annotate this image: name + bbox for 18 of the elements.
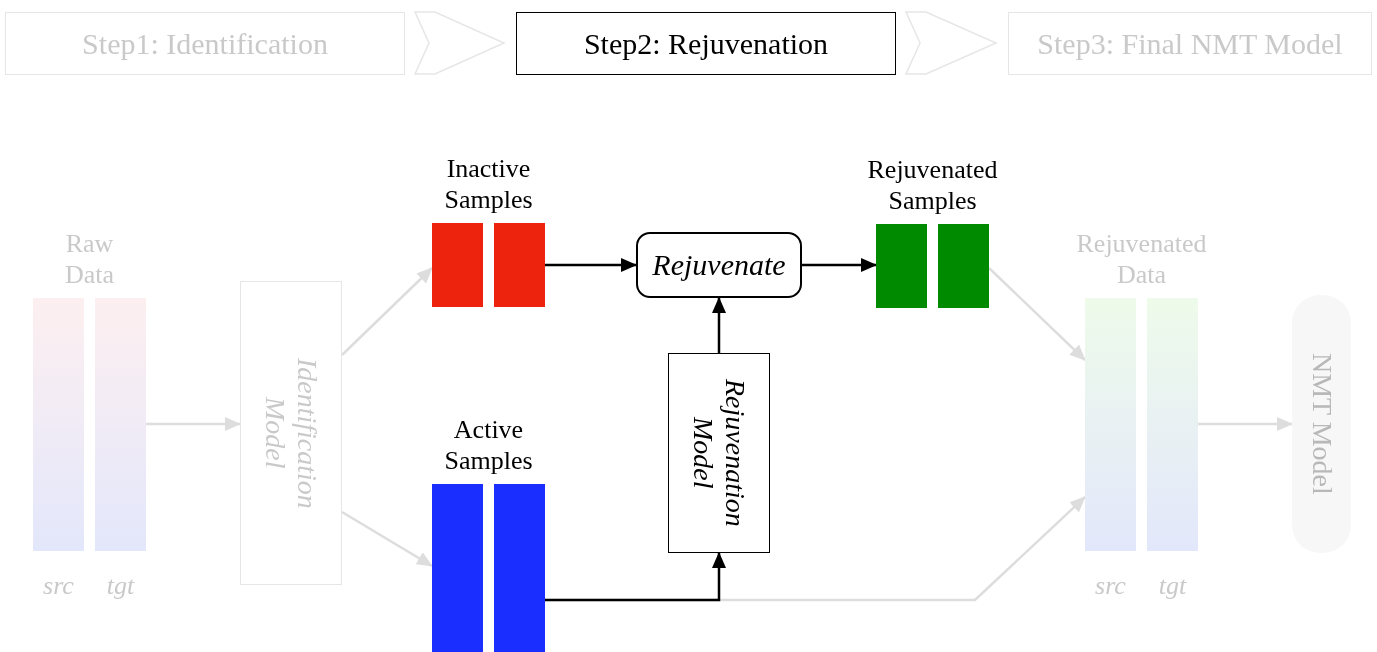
process-box: Rejuvenate (636, 232, 802, 298)
arrow (1198, 417, 1293, 431)
arrow (802, 258, 877, 272)
chevron-arrow (413, 11, 506, 75)
arrow (545, 552, 726, 602)
data-heading: Inactive Samples (443, 153, 534, 215)
arrow (712, 297, 726, 353)
data-heading: Rejuvenated Samples (866, 154, 999, 216)
step-box: Step2: Rejuvenation (516, 12, 896, 75)
process-box: Rejuvenation Model (668, 353, 770, 553)
model-box: NMT Model (1292, 295, 1351, 553)
arrow (146, 417, 241, 431)
arrow (341, 510, 433, 568)
arrow (341, 267, 433, 356)
arrow (545, 258, 637, 272)
chevron-arrow (904, 11, 998, 75)
arrow (988, 267, 1086, 361)
data-heading: Active Samples (443, 414, 534, 476)
